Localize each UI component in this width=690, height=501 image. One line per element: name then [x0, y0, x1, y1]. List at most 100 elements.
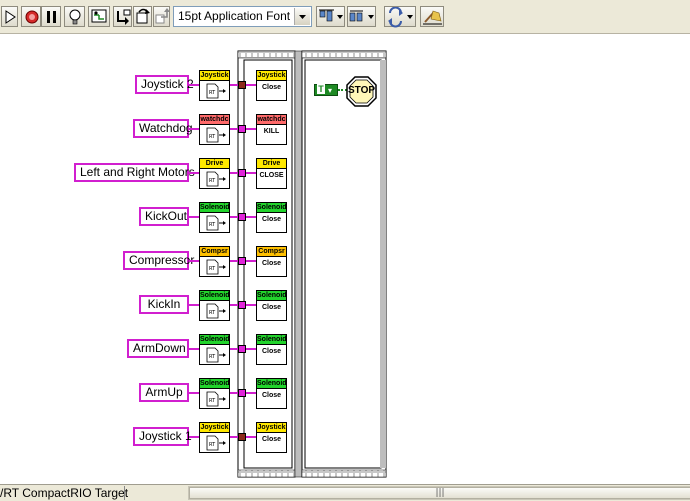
status-separator — [124, 486, 125, 500]
reference-wire — [246, 392, 257, 394]
reference-wire — [229, 436, 238, 438]
boolean-glyph-icon: ▾ — [328, 86, 333, 95]
reference-wire — [189, 260, 199, 262]
sequence-tunnel[interactable] — [238, 433, 246, 441]
pause-button[interactable] — [41, 6, 61, 27]
run-button[interactable] — [1, 6, 18, 27]
reference-wire — [229, 392, 238, 394]
reference-wire — [246, 348, 257, 350]
step-into-button[interactable] — [113, 6, 132, 27]
sequence-tunnel[interactable] — [238, 81, 246, 89]
toolbar: 15pt Application Font — [0, 0, 690, 34]
font-select-value: 15pt Application Font — [178, 9, 291, 23]
file-open-icon: RT — [200, 301, 229, 320]
vi-reference-label[interactable]: Joystick 1 — [133, 427, 192, 446]
vi-reference-label[interactable]: KickOut — [139, 207, 189, 226]
distribute-objects-icon — [349, 10, 374, 22]
close-vi-banner: Solenoid — [257, 335, 286, 345]
open-vi-banner: watchdc — [200, 115, 229, 125]
retain-wire-values-icon — [91, 9, 107, 23]
svg-text:RT: RT — [209, 442, 216, 448]
file-open-icon: RT — [200, 125, 229, 144]
scrollbar-thumb[interactable]: ||| — [189, 487, 690, 499]
close-vi-text: Close — [261, 348, 282, 355]
vi-reference-label[interactable]: Left and Right Motors — [74, 163, 195, 182]
reference-wire — [229, 216, 238, 218]
reference-wire — [229, 348, 238, 350]
run-arrow-icon — [5, 10, 16, 24]
target-label: /RT CompactRIO Target — [0, 486, 129, 500]
step-out-button[interactable] — [153, 6, 170, 27]
svg-text:RT: RT — [209, 178, 216, 184]
vi-reference-label[interactable]: ArmDown — [127, 339, 189, 358]
reorder-button[interactable] — [384, 6, 416, 28]
close-vi-banner: Solenoid — [257, 291, 286, 301]
flat-sequence-structure[interactable] — [0, 34, 690, 484]
distribute-objects-button[interactable] — [347, 6, 376, 27]
vi-reference-label[interactable]: ArmUp — [139, 383, 189, 402]
sequence-tunnel[interactable] — [238, 345, 246, 353]
reference-wire — [189, 436, 199, 438]
close-vi-banner: Compsr — [257, 247, 286, 257]
reference-wire — [246, 304, 257, 306]
reorder-icon — [388, 7, 413, 28]
close-vi-banner: watchdc — [257, 115, 286, 125]
open-vi-banner: Compsr — [200, 247, 229, 257]
open-vi-banner: Joystick — [200, 423, 229, 433]
grip-icon: ||| — [435, 488, 445, 498]
vi-reference-label[interactable]: KickIn — [139, 295, 189, 314]
sequence-tunnel[interactable] — [238, 125, 246, 133]
reference-wire — [189, 348, 199, 350]
retain-wire-values-button[interactable] — [88, 6, 110, 27]
true-constant[interactable]: T ▾ — [314, 84, 338, 96]
vi-reference-label[interactable]: Joystick 2 — [135, 75, 194, 94]
close-vi-banner: Joystick — [257, 423, 286, 433]
highlight-execution-button[interactable] — [64, 6, 85, 27]
sequence-tunnel[interactable] — [238, 389, 246, 397]
sequence-tunnel[interactable] — [238, 169, 246, 177]
step-out-icon — [155, 8, 170, 24]
true-constant-label: T — [317, 84, 325, 94]
reference-wire — [189, 304, 199, 306]
sequence-tunnel[interactable] — [238, 301, 246, 309]
font-select[interactable]: 15pt Application Font — [173, 6, 312, 27]
close-vi-text: Close — [261, 436, 282, 443]
sequence-tunnel[interactable] — [238, 213, 246, 221]
step-over-icon — [136, 8, 150, 24]
svg-text:RT: RT — [209, 266, 216, 272]
stop-icon[interactable]: STOP — [346, 76, 377, 107]
vi-reference-label[interactable]: Watchdog — [133, 119, 193, 138]
file-open-icon: RT — [200, 169, 229, 188]
reference-wire — [229, 304, 238, 306]
align-objects-button[interactable] — [316, 6, 345, 27]
sequence-tunnel[interactable] — [238, 257, 246, 265]
step-over-button[interactable] — [133, 6, 152, 27]
svg-text:RT: RT — [209, 134, 216, 140]
reference-wire — [189, 128, 199, 130]
horizontal-scrollbar[interactable]: ||| — [188, 486, 690, 500]
abort-button[interactable] — [21, 6, 41, 27]
clean-up-diagram-button[interactable] — [420, 6, 444, 27]
reference-wire — [189, 172, 199, 174]
file-open-icon: RT — [200, 81, 229, 100]
vi-reference-label[interactable]: Compressor — [123, 251, 194, 270]
